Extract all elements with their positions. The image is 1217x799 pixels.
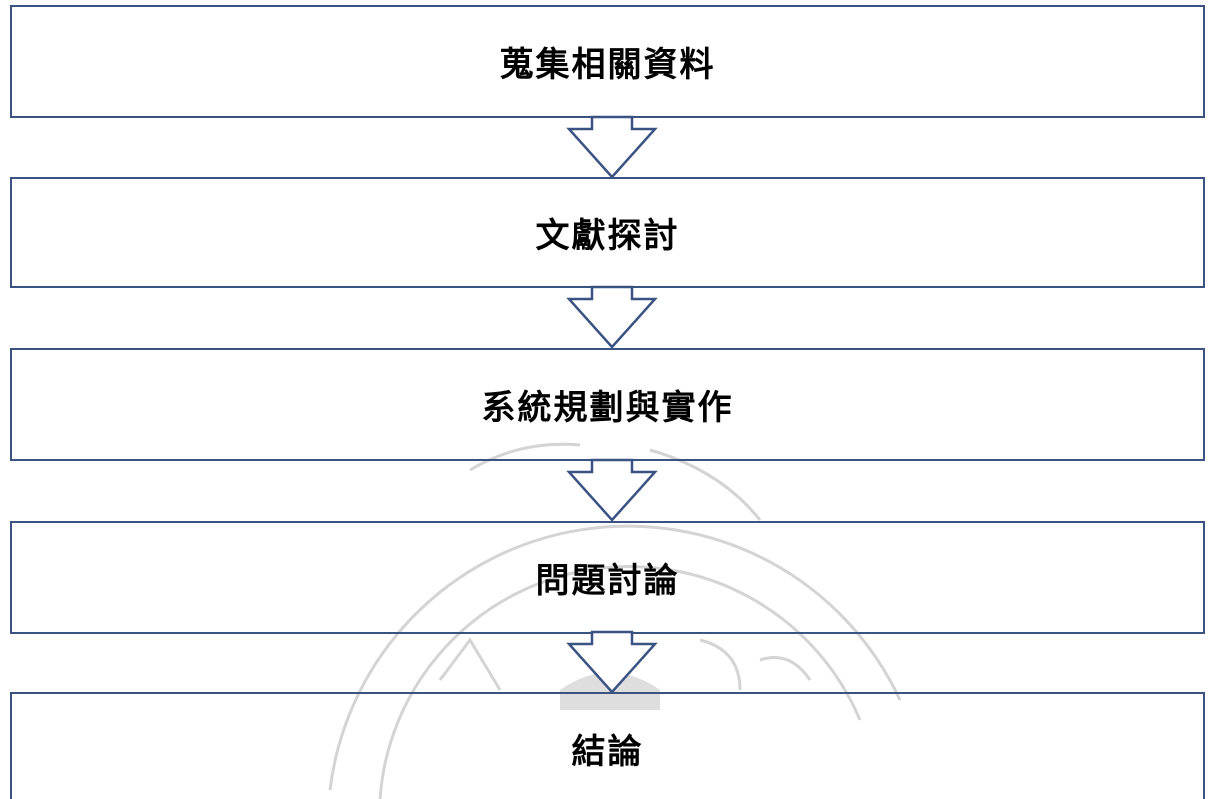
- down-arrow-icon: [566, 285, 658, 349]
- step-box-problem-discussion: 問題討論: [10, 521, 1205, 634]
- step-box-conclusion: 結論: [10, 692, 1205, 799]
- step-box-collect-data: 蒐集相關資料: [10, 5, 1205, 118]
- step-label: 結論: [571, 731, 644, 772]
- down-arrow-icon: [566, 458, 658, 522]
- step-label: 文獻探討: [535, 216, 680, 256]
- step-label: 系統規劃與實作: [481, 388, 734, 428]
- step-label: 蒐集相關資料: [499, 45, 716, 85]
- down-arrow-icon: [566, 115, 658, 179]
- step-label: 問題討論: [535, 561, 680, 601]
- step-box-literature-review: 文獻探討: [10, 177, 1205, 288]
- step-box-system-planning: 系統規劃與實作: [10, 348, 1205, 461]
- down-arrow-icon: [566, 630, 658, 694]
